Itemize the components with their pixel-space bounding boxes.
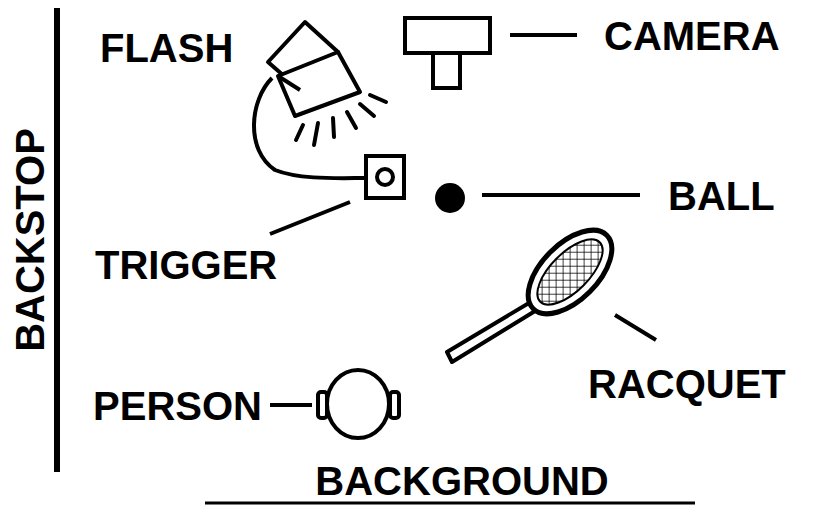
part-label: BACKGROUND xyxy=(315,461,608,501)
part-label: BALL xyxy=(668,176,775,216)
leader-line xyxy=(482,193,640,197)
leader-line xyxy=(270,202,350,234)
part-label: FLASH xyxy=(100,28,233,68)
part-label: CAMERA xyxy=(604,16,780,56)
trigger-cable xyxy=(254,78,366,178)
part-label: BACKSTOP xyxy=(10,128,50,352)
flash-rays xyxy=(296,95,386,145)
trigger-symbol xyxy=(366,156,404,198)
flash-symbol xyxy=(268,22,360,116)
part-label: TRIGGER xyxy=(95,245,277,285)
leader-line xyxy=(270,403,312,407)
backstop-line xyxy=(54,8,60,472)
background-line xyxy=(205,502,695,505)
ball-symbol xyxy=(435,183,465,213)
racquet-symbol xyxy=(447,215,627,362)
leader-line xyxy=(510,33,577,37)
part-label: RACQUET xyxy=(588,364,786,404)
leader-line xyxy=(615,315,656,340)
camera-symbol xyxy=(405,18,490,88)
person-symbol xyxy=(318,370,399,438)
part-label: PERSON xyxy=(93,386,262,426)
